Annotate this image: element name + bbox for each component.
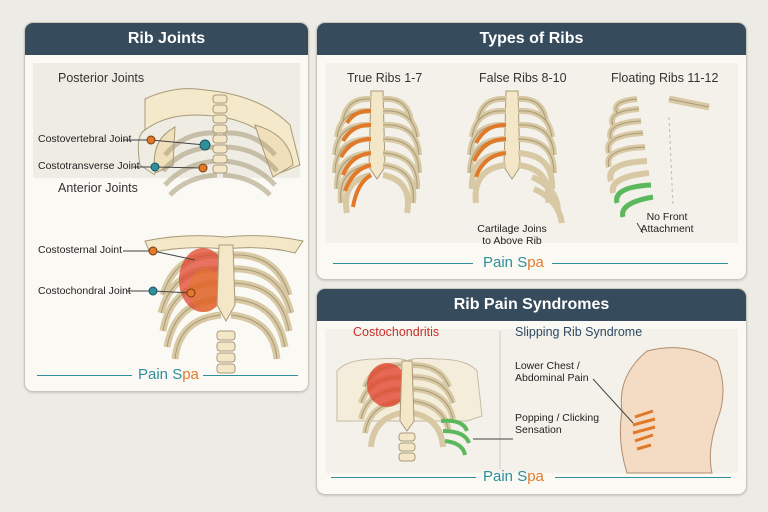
rib-joints-divider-left bbox=[37, 375, 132, 376]
rib-joints-title: Rib Joints bbox=[25, 23, 308, 55]
rib-pain-syndromes-title: Rib Pain Syndromes bbox=[317, 289, 746, 321]
pain-divider-right bbox=[555, 477, 731, 478]
floating-ribs-label: Floating Ribs 11-12 bbox=[611, 71, 719, 85]
pain-divider-left bbox=[331, 477, 476, 478]
false-ribs-label: False Ribs 8-10 bbox=[479, 71, 567, 85]
rib-pain-syndromes-panel: Rib Pain Syndromes bbox=[316, 288, 747, 495]
pain-spa-logo: Pain Spa bbox=[483, 468, 544, 485]
costovertebral-label: Costovertebral Joint bbox=[38, 133, 132, 145]
types-of-ribs-illustration bbox=[325, 63, 738, 243]
pain-spa-logo: Pain Spa bbox=[483, 254, 544, 271]
rib-joints-divider-right bbox=[203, 375, 298, 376]
popping-clicking-note: Popping / Clicking Sensation bbox=[515, 412, 600, 436]
costochondral-label: Costochondral Joint bbox=[38, 285, 131, 297]
slipping-rib-label: Slipping Rib Syndrome bbox=[515, 325, 643, 339]
types-divider-right bbox=[552, 263, 728, 264]
costotransverse-label: Costotransverse Joint bbox=[38, 160, 140, 172]
pain-spa-logo: Pain Spa bbox=[138, 366, 199, 383]
true-ribs-label: True Ribs 1-7 bbox=[347, 71, 423, 85]
anterior-joints-heading: Anterior Joints bbox=[58, 181, 138, 195]
types-divider-left bbox=[333, 263, 473, 264]
rib-joints-illustration bbox=[33, 63, 304, 374]
types-of-ribs-panel: Types of Ribs bbox=[316, 22, 747, 280]
costochondritis-label: Costochondritis bbox=[353, 325, 440, 339]
cartilage-note: Cartilage Joins to Above Rib bbox=[477, 223, 547, 247]
rib-pain-illustration bbox=[325, 329, 738, 474]
lower-chest-note: Lower Chest / Abdominal Pain bbox=[515, 360, 589, 384]
no-front-attachment-note: No Front Attachment bbox=[640, 211, 694, 235]
costosternal-label: Costosternal Joint bbox=[38, 244, 123, 256]
posterior-joints-heading: Posterior Joints bbox=[58, 71, 145, 85]
rib-joints-panel: Rib Joints bbox=[24, 22, 309, 392]
types-of-ribs-title: Types of Ribs bbox=[317, 23, 746, 55]
